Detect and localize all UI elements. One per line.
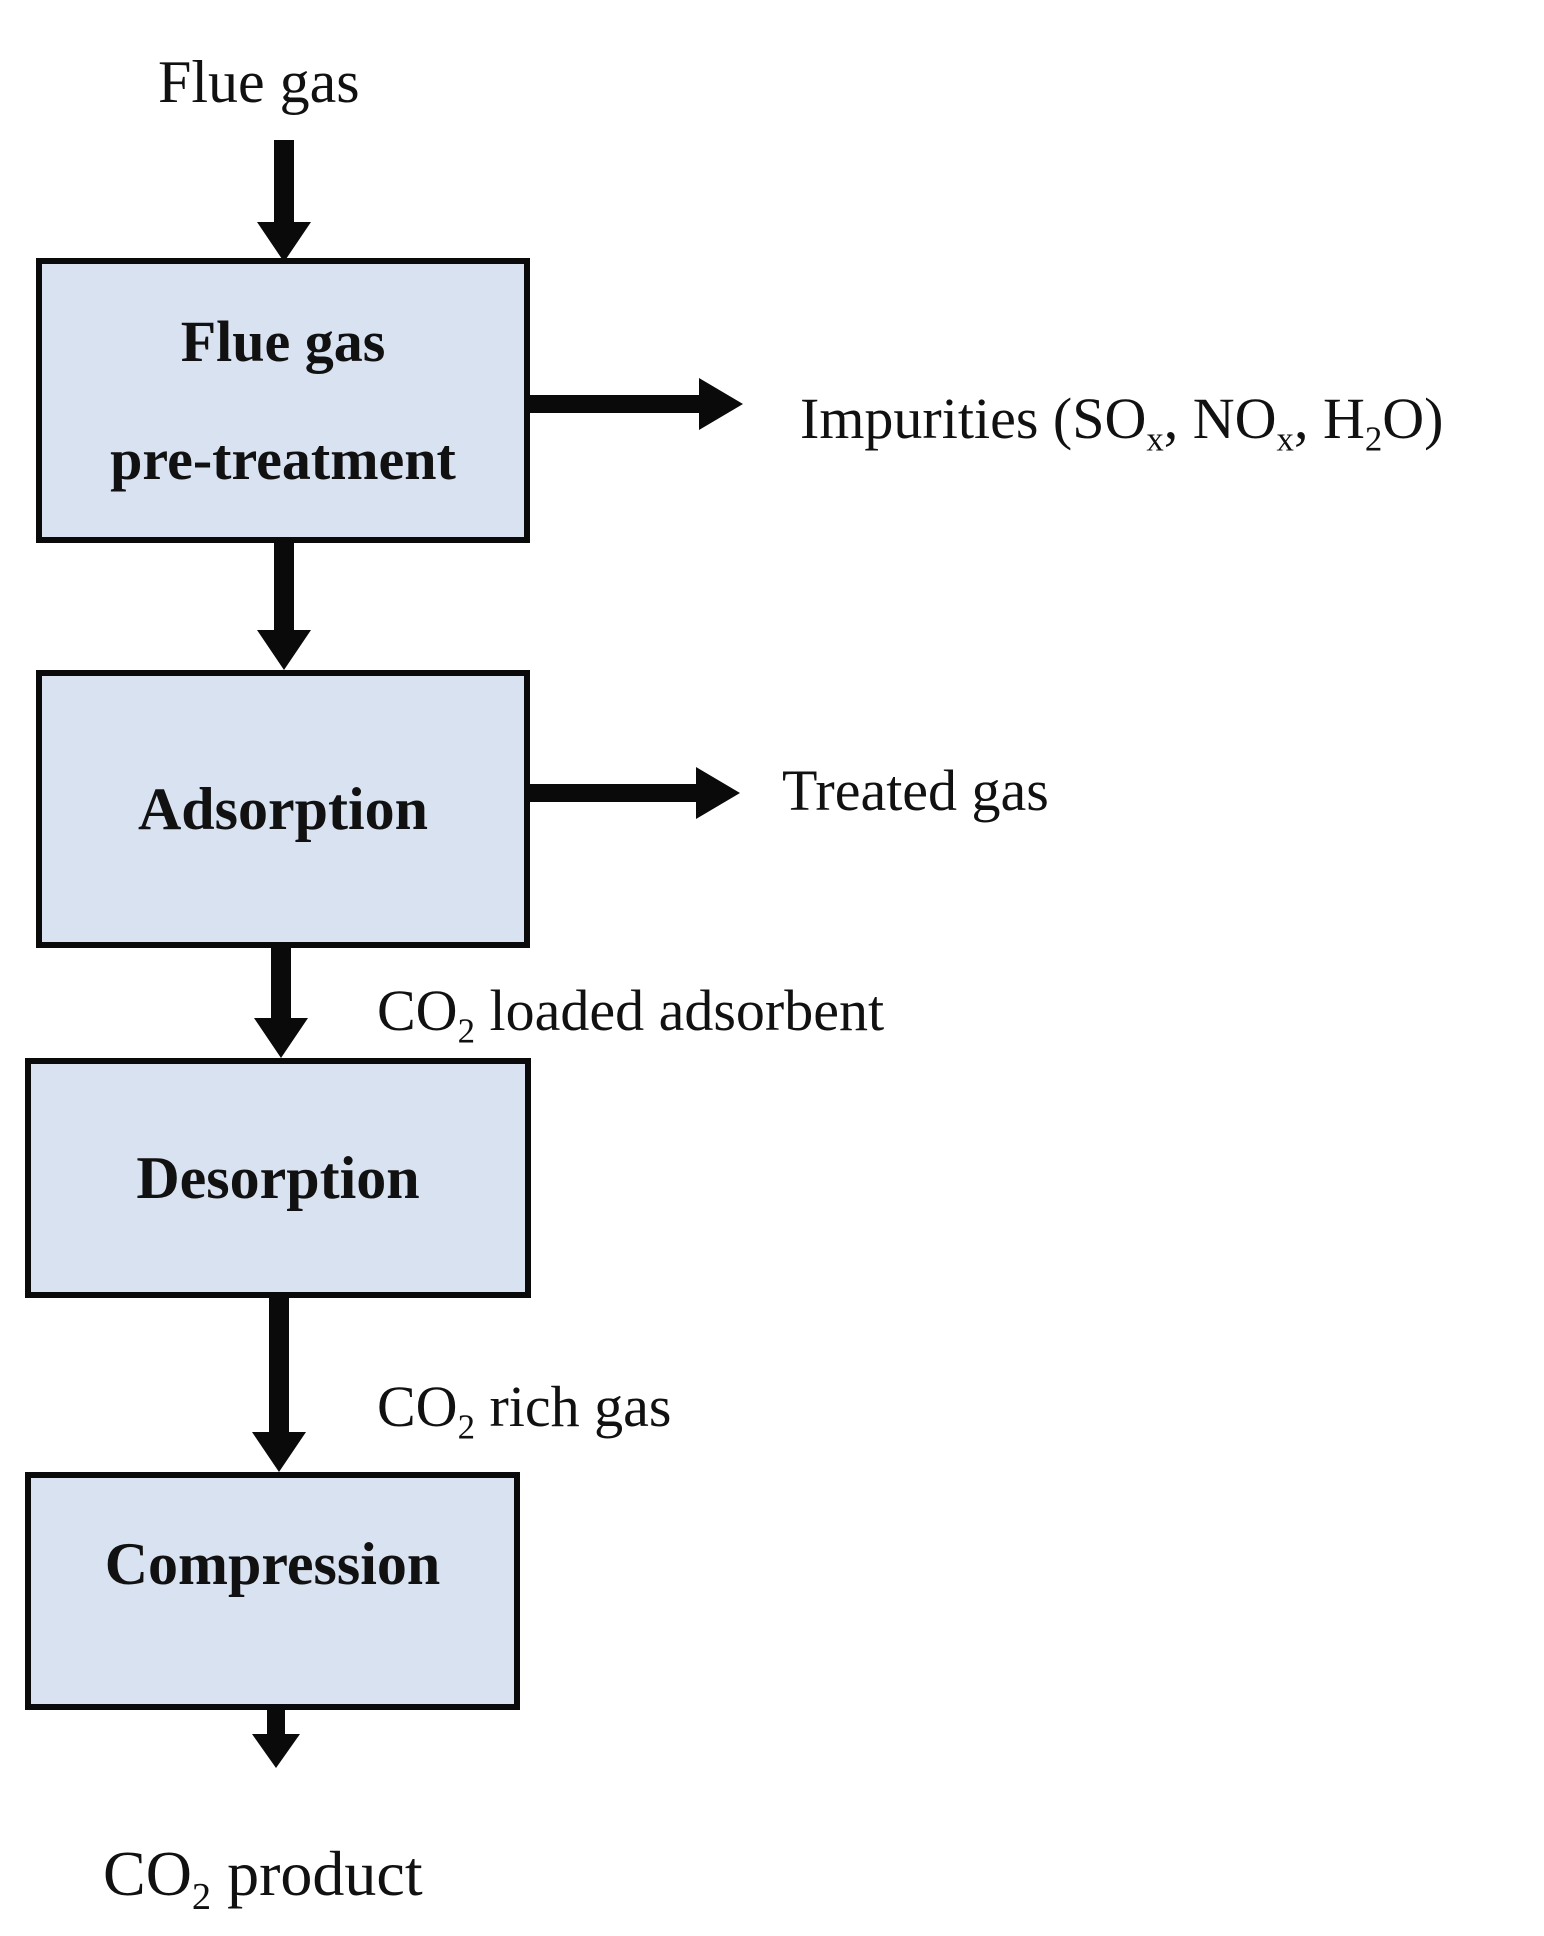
- h2o-subscript: 2: [1364, 419, 1383, 459]
- co2-rich-gas-label: CO2 rich gas: [377, 1372, 672, 1444]
- rich-gas-text: rich gas: [474, 1374, 672, 1439]
- pretreatment-box-label-line1: Flue gas: [180, 308, 386, 374]
- flue-gas-inlet-label: Flue gas: [158, 49, 360, 115]
- compression-box-label: Compression: [104, 1531, 441, 1597]
- impurities-text: , NO: [1163, 386, 1277, 451]
- co2-subscript: 2: [457, 1407, 475, 1447]
- impurities-label: Impurities (SOx, NOx, H2O): [800, 384, 1444, 456]
- adsorption-to-desorption-arrow: [254, 948, 308, 1058]
- arrow-stem: [530, 784, 696, 802]
- impurities-text: O): [1382, 386, 1444, 451]
- arrow-head-down-icon: [257, 222, 311, 262]
- co2-text: CO: [103, 1838, 192, 1909]
- arrow-stem: [274, 140, 294, 222]
- co2-subscript: 2: [457, 1011, 475, 1051]
- arrow-head-right-icon: [696, 767, 740, 819]
- treated-gas-label: Treated gas: [782, 758, 1049, 823]
- arrow-stem: [271, 948, 291, 1018]
- nox-subscript: x: [1276, 419, 1294, 459]
- product-text: product: [211, 1838, 423, 1909]
- adsorption-box-label: Adsorption: [137, 776, 429, 842]
- pretreatment-to-adsorption-arrow: [257, 543, 311, 670]
- co2-text: CO: [377, 978, 458, 1043]
- arrow-head-down-icon: [252, 1734, 300, 1768]
- arrow-head-right-icon: [699, 378, 743, 430]
- desorption-to-compression-arrow: [252, 1298, 306, 1472]
- flue-gas-inlet-arrow: [257, 140, 311, 262]
- arrow-head-down-icon: [252, 1432, 306, 1472]
- desorption-box: Desorption: [25, 1058, 531, 1298]
- arrow-head-down-icon: [257, 630, 311, 670]
- impurities-text: Impurities (SO: [800, 386, 1147, 451]
- impurities-arrow: [530, 378, 743, 430]
- arrow-stem: [267, 1710, 285, 1734]
- arrow-head-down-icon: [254, 1018, 308, 1058]
- loaded-adsorbent-text: loaded adsorbent: [474, 978, 885, 1043]
- compression-box: Compression: [25, 1472, 520, 1710]
- desorption-box-label: Desorption: [136, 1145, 420, 1211]
- adsorption-box: Adsorption: [36, 670, 530, 948]
- sox-subscript: x: [1146, 419, 1164, 459]
- treated-gas-arrow: [530, 767, 740, 819]
- arrow-stem: [269, 1298, 289, 1432]
- co2-text: CO: [377, 1374, 458, 1439]
- impurities-text: , H: [1293, 386, 1365, 451]
- co2-loaded-adsorbent-label: CO2 loaded adsorbent: [377, 976, 885, 1048]
- pretreatment-box: Flue gas pre-treatment: [36, 258, 530, 543]
- co2-subscript: 2: [191, 1875, 212, 1918]
- arrow-stem: [274, 543, 294, 630]
- pretreatment-box-label-line2: pre-treatment: [110, 426, 456, 492]
- compression-outlet-arrow: [252, 1710, 300, 1768]
- co2-product-label: CO2 product: [103, 1836, 423, 1916]
- arrow-stem: [530, 395, 699, 413]
